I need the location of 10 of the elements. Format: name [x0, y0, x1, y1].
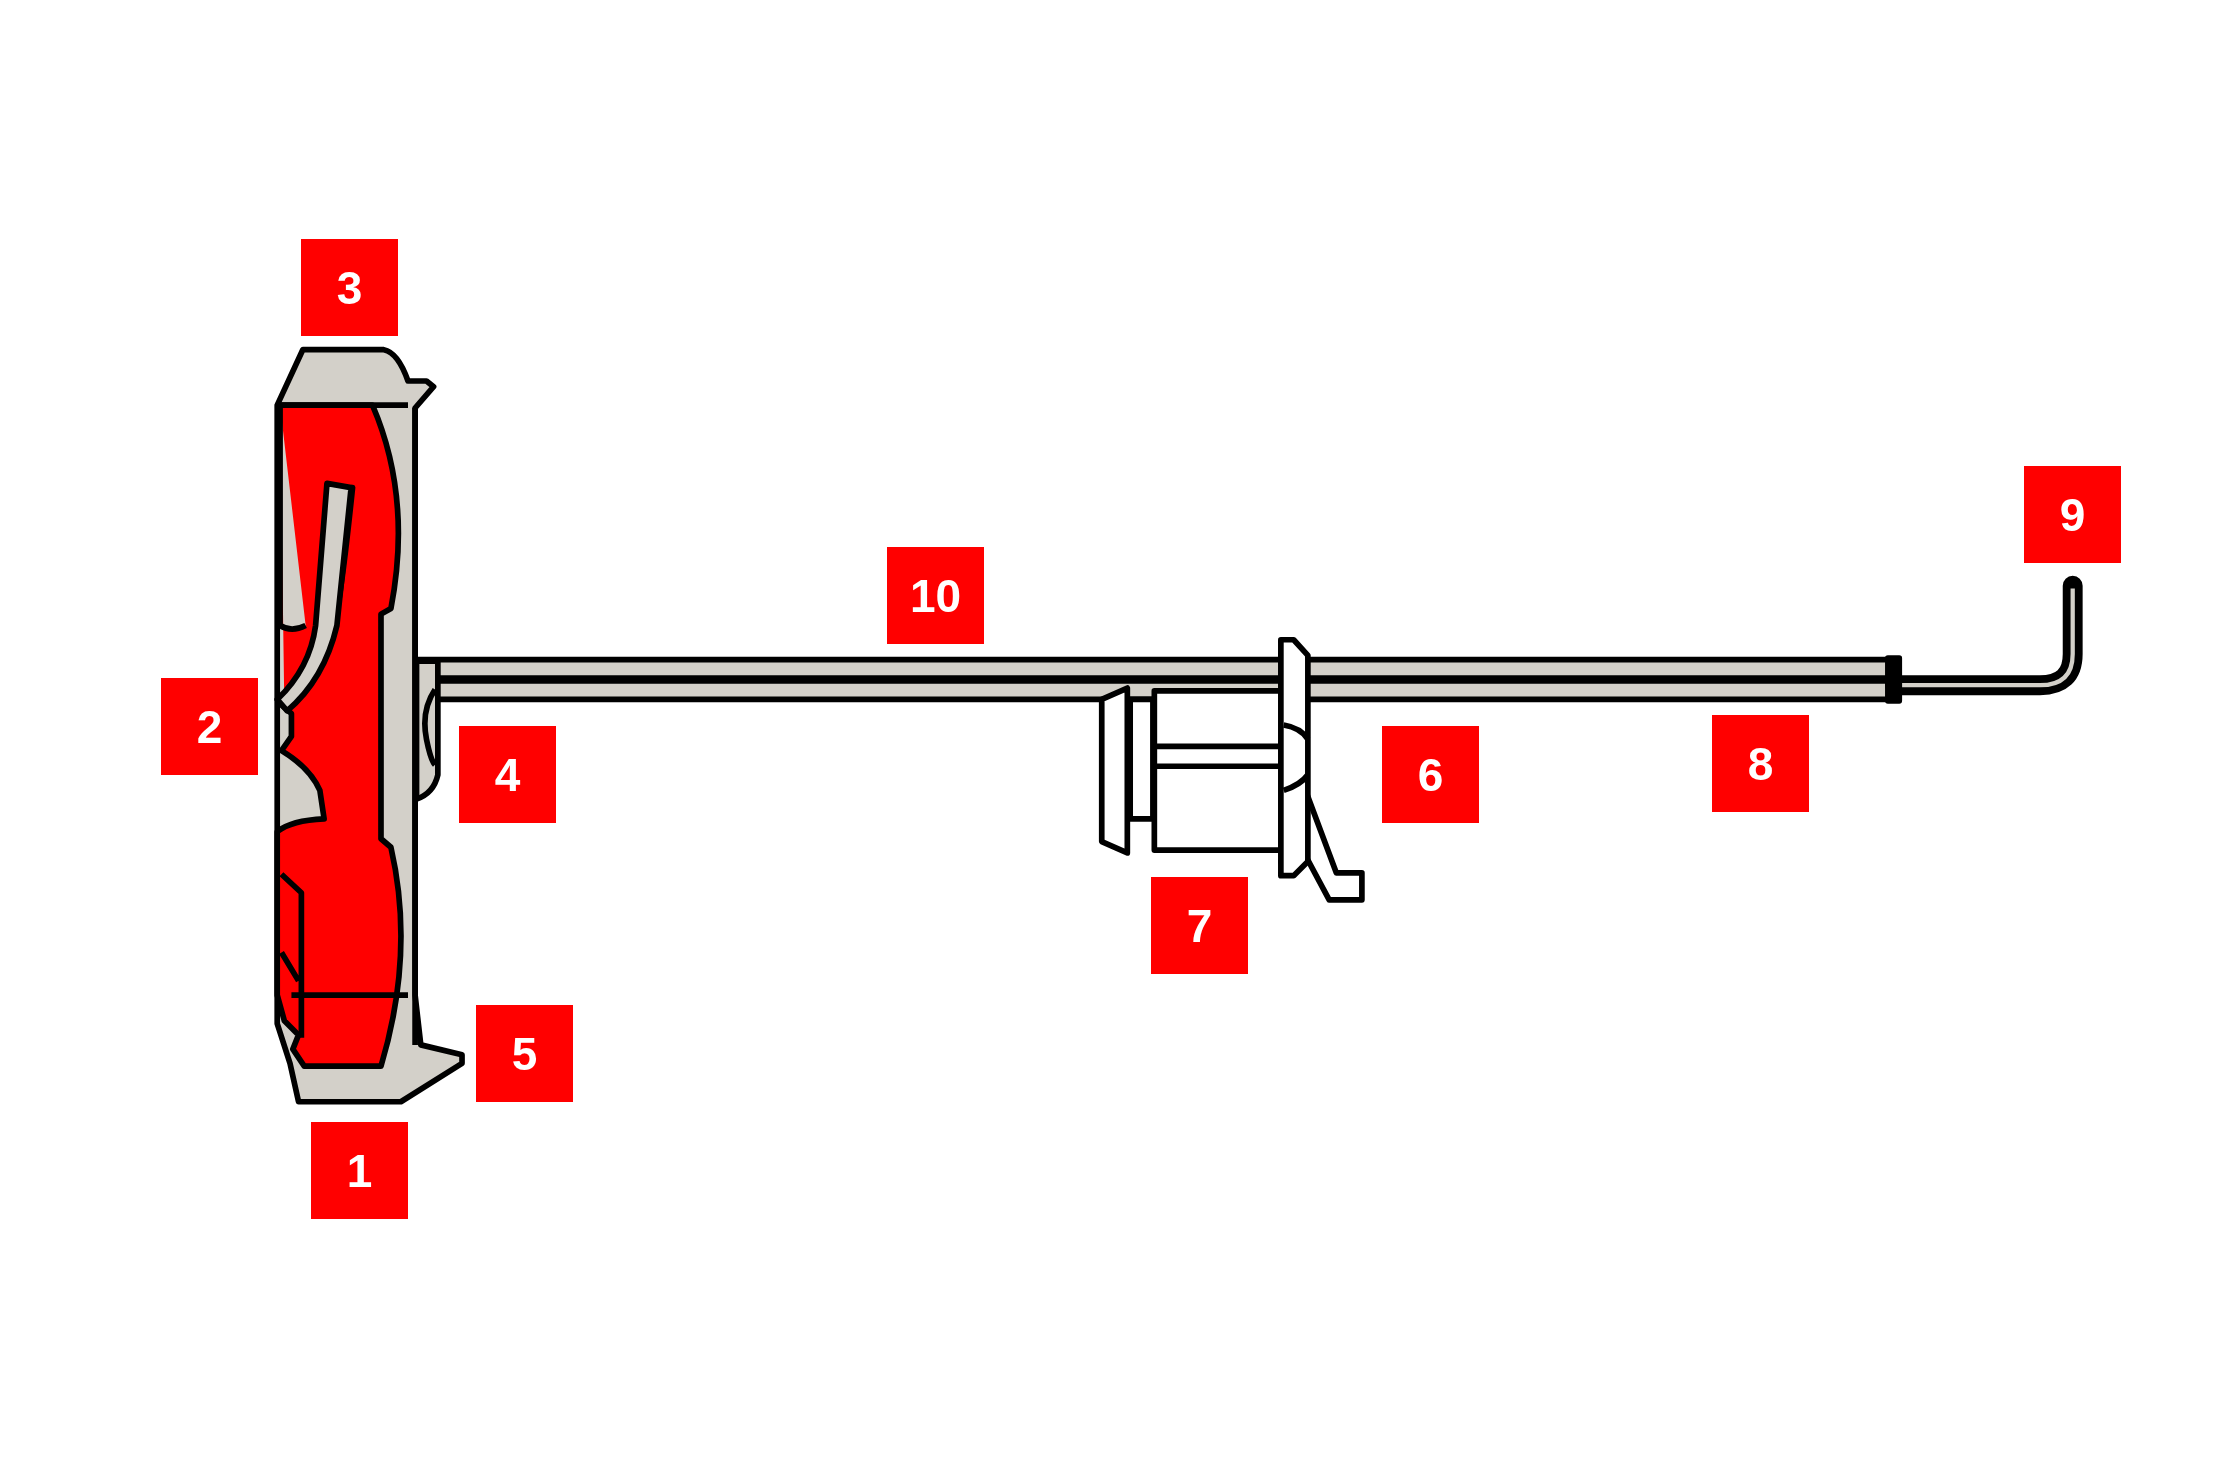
callout-number: 6 — [1382, 726, 1479, 823]
callout-number: 4 — [459, 726, 556, 823]
callout-number: 5 — [476, 1005, 573, 1102]
callout-number: 7 — [1151, 877, 1248, 974]
callout-number: 10 — [887, 547, 984, 644]
callout-number: 3 — [301, 239, 398, 336]
callout-number: 1 — [311, 1122, 408, 1219]
callout-number: 9 — [2024, 466, 2121, 563]
callout-number: 2 — [161, 678, 258, 775]
callout-number: 8 — [1712, 715, 1809, 812]
